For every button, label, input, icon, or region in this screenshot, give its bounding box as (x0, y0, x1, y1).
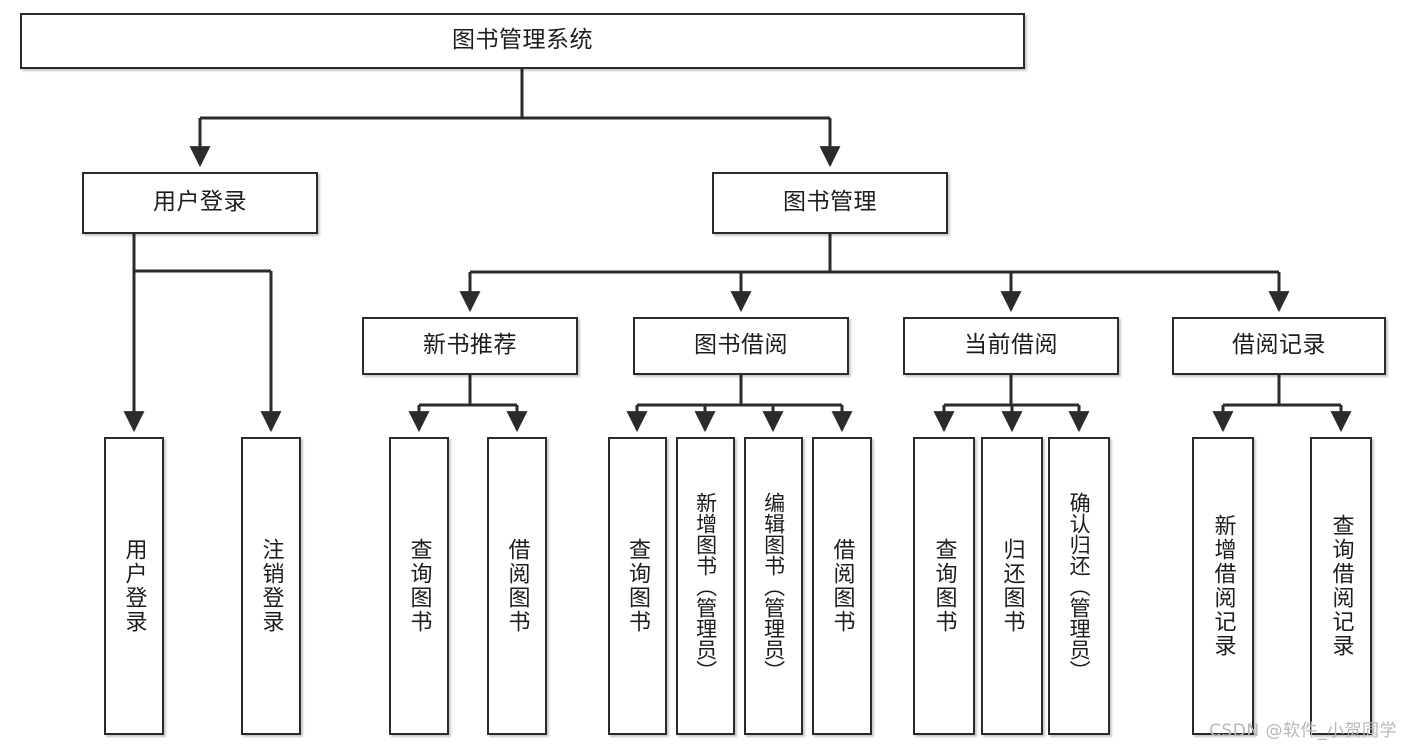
node-leaf-query-book-cur[interactable]: 查询图书 (913, 437, 975, 735)
node-leaf-user-login-label: 用户登录 (121, 538, 147, 634)
node-leaf-confirm-return-admin-label: 确认归还（管理员） (1067, 491, 1092, 681)
node-user-login[interactable]: 用户登录 (82, 172, 318, 234)
node-leaf-user-login[interactable]: 用户登录 (104, 437, 164, 735)
csdn-watermark: CSDN @软件_小贺同学 (1209, 721, 1397, 741)
node-new-book-recommend-label: 新书推荐 (423, 332, 517, 359)
node-leaf-return-book-label: 归还图书 (999, 538, 1025, 634)
node-leaf-return-book[interactable]: 归还图书 (981, 437, 1043, 735)
node-leaf-query-book-borrow[interactable]: 查询图书 (608, 437, 667, 735)
node-book-borrow[interactable]: 图书借阅 (633, 317, 849, 375)
node-leaf-edit-book-admin[interactable]: 编辑图书（管理员） (744, 437, 803, 735)
node-book-manage-label: 图书管理 (783, 189, 877, 216)
node-leaf-confirm-return-admin[interactable]: 确认归还（管理员） (1048, 437, 1110, 735)
node-leaf-query-book-rec[interactable]: 查询图书 (389, 437, 449, 735)
node-leaf-query-book-cur-label: 查询图书 (931, 538, 957, 634)
node-leaf-query-borrow-record[interactable]: 查询借阅记录 (1310, 437, 1372, 735)
node-new-book-recommend[interactable]: 新书推荐 (362, 317, 578, 375)
node-leaf-query-book-borrow-label: 查询图书 (625, 538, 651, 634)
node-leaf-borrow-book[interactable]: 借阅图书 (812, 437, 872, 735)
node-current-borrow[interactable]: 当前借阅 (903, 317, 1119, 375)
node-leaf-add-book-admin-label: 新增图书（管理员） (693, 491, 718, 681)
node-borrow-record[interactable]: 借阅记录 (1172, 317, 1386, 375)
node-book-borrow-label: 图书借阅 (694, 332, 788, 359)
node-leaf-query-book-rec-label: 查询图书 (406, 538, 432, 634)
node-leaf-borrow-book-rec[interactable]: 借阅图书 (487, 437, 547, 735)
node-root[interactable]: 图书管理系统 (20, 13, 1025, 69)
node-leaf-borrow-book-label: 借阅图书 (829, 538, 855, 634)
node-root-label: 图书管理系统 (452, 27, 593, 54)
node-book-manage[interactable]: 图书管理 (712, 172, 948, 234)
node-user-login-label: 用户登录 (153, 189, 247, 216)
node-leaf-edit-book-admin-label: 编辑图书（管理员） (761, 491, 786, 681)
node-leaf-add-book-admin[interactable]: 新增图书（管理员） (676, 437, 735, 735)
node-leaf-user-logout-label: 注销登录 (258, 538, 284, 634)
node-leaf-user-logout[interactable]: 注销登录 (241, 437, 301, 735)
node-leaf-query-borrow-record-label: 查询借阅记录 (1328, 514, 1354, 658)
node-borrow-record-label: 借阅记录 (1232, 332, 1326, 359)
node-leaf-add-borrow-record[interactable]: 新增借阅记录 (1192, 437, 1254, 735)
node-leaf-add-borrow-record-label: 新增借阅记录 (1210, 514, 1236, 658)
node-leaf-borrow-book-rec-label: 借阅图书 (504, 538, 530, 634)
node-current-borrow-label: 当前借阅 (964, 332, 1058, 359)
